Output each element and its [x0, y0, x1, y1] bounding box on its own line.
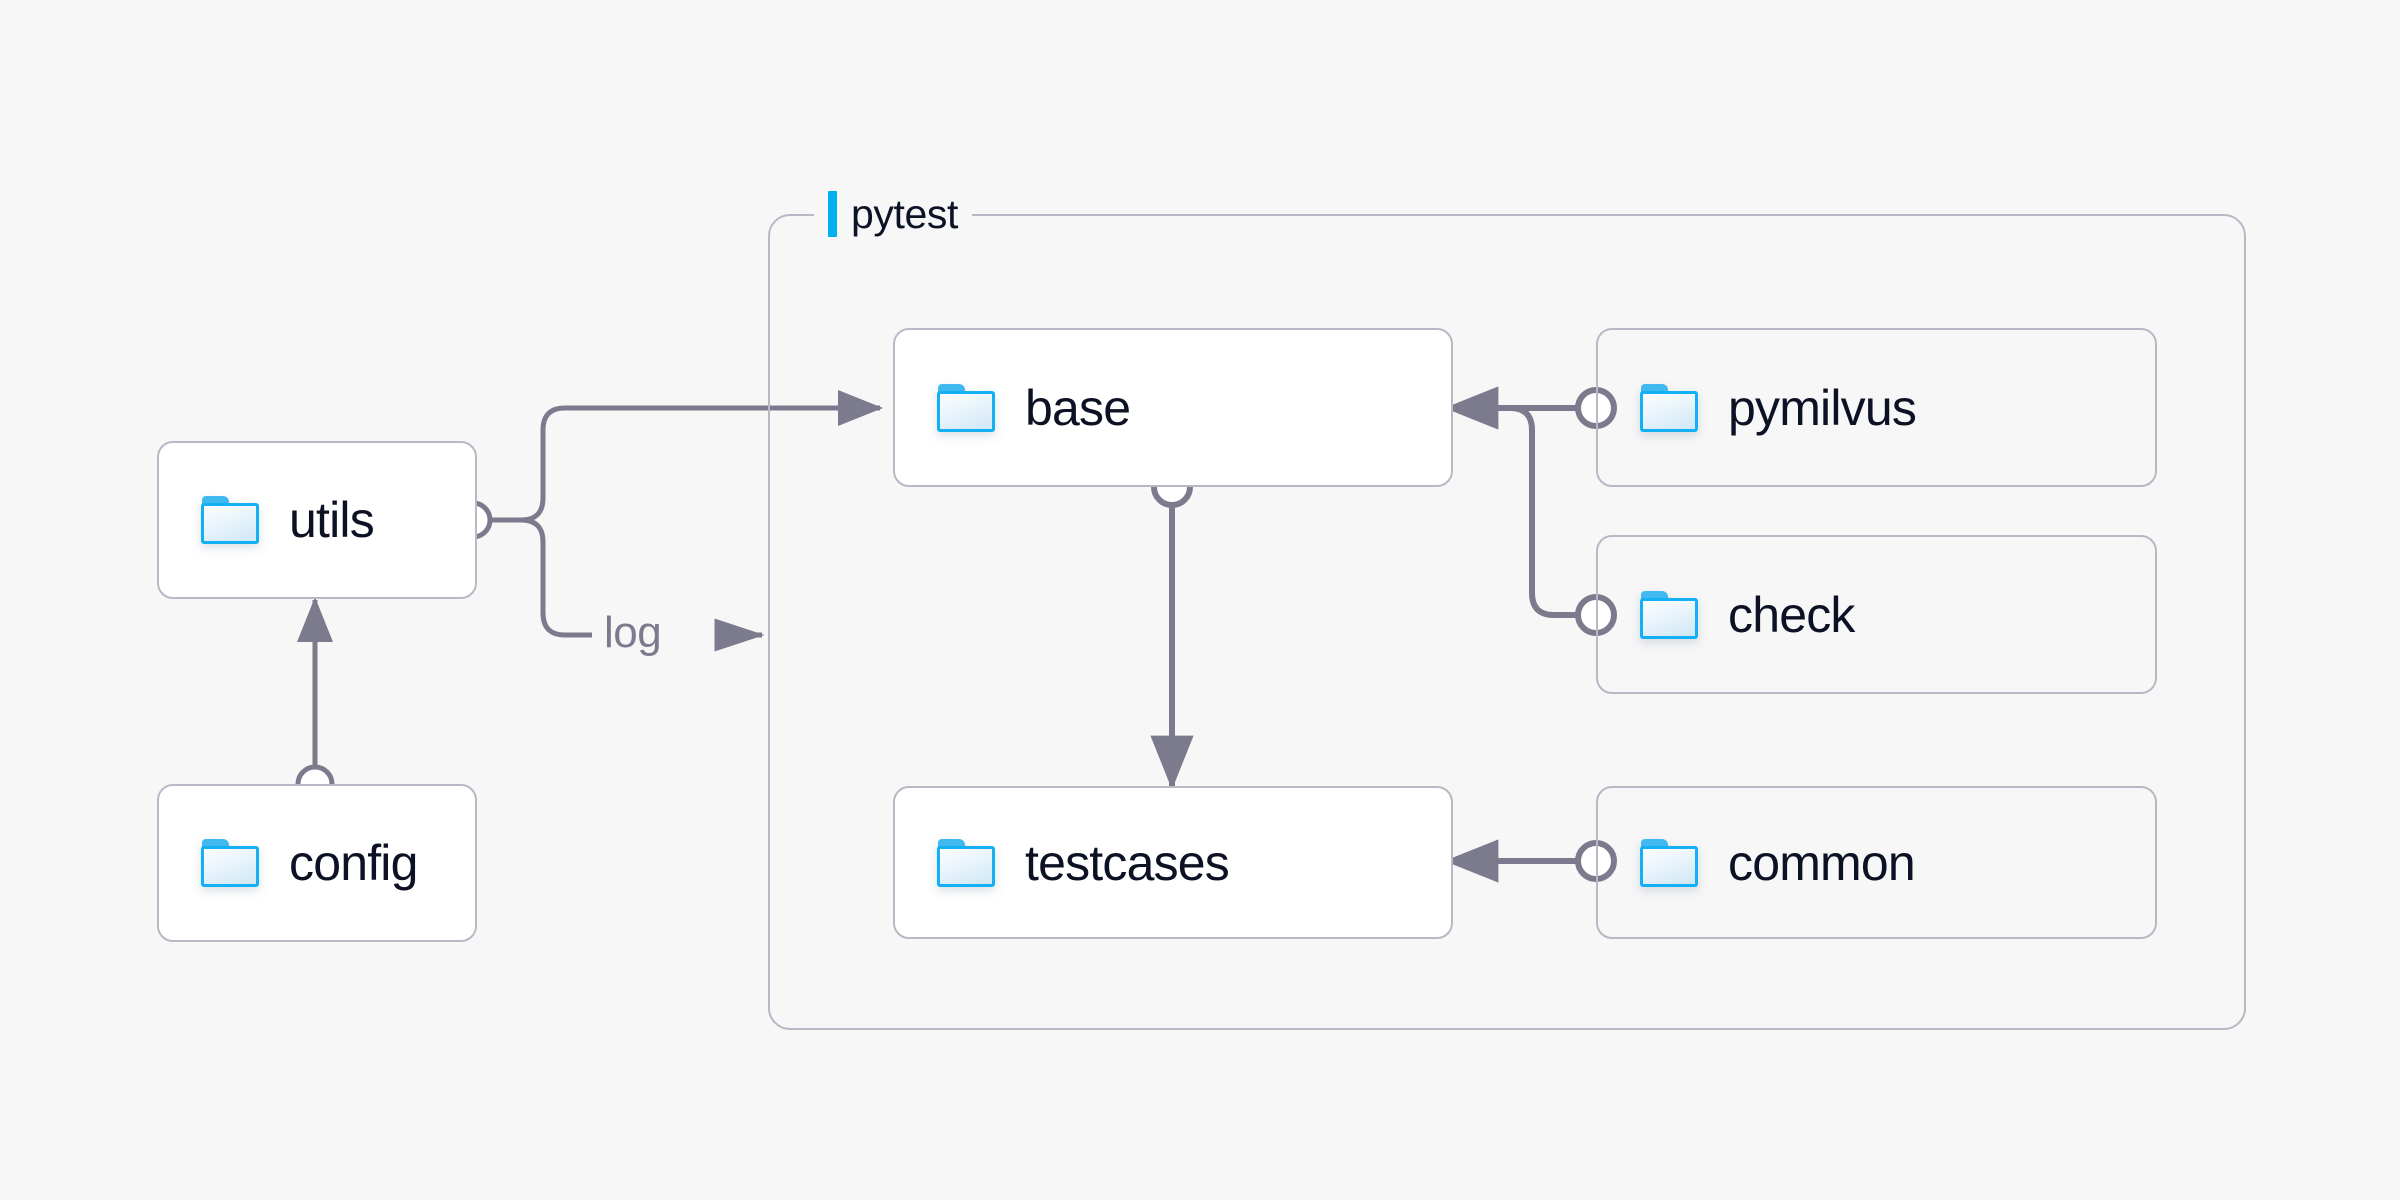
- folder-icon: [201, 839, 259, 887]
- node-config[interactable]: config: [157, 784, 477, 942]
- folder-icon: [937, 383, 995, 432]
- group-accent-bar: [828, 191, 837, 237]
- node-base[interactable]: base: [893, 328, 1453, 487]
- group-pytest-title: pytest: [851, 190, 958, 237]
- node-check-label: check: [1728, 586, 1855, 643]
- folder-icon: [1640, 838, 1698, 887]
- node-config-label: config: [289, 835, 418, 891]
- edge-utils-log: [520, 517, 592, 638]
- node-pymilvus[interactable]: pymilvus: [1596, 328, 2157, 487]
- node-common[interactable]: common: [1596, 786, 2157, 939]
- node-utils[interactable]: utils: [157, 441, 477, 599]
- node-testcases-label: testcases: [1025, 834, 1230, 891]
- folder-icon: [201, 496, 259, 544]
- node-pymilvus-label: pymilvus: [1728, 379, 1917, 436]
- group-pytest-label: pytest: [814, 187, 972, 241]
- node-check[interactable]: check: [1596, 535, 2157, 694]
- folder-icon: [1640, 383, 1698, 432]
- node-testcases[interactable]: testcases: [893, 786, 1453, 939]
- folder-icon: [1640, 590, 1698, 639]
- node-utils-label: utils: [289, 492, 375, 548]
- group-pytest[interactable]: [768, 214, 2246, 1030]
- node-common-label: common: [1728, 834, 1916, 891]
- folder-icon: [937, 838, 995, 887]
- node-base-label: base: [1025, 379, 1131, 436]
- edge-label-log: log: [604, 608, 662, 657]
